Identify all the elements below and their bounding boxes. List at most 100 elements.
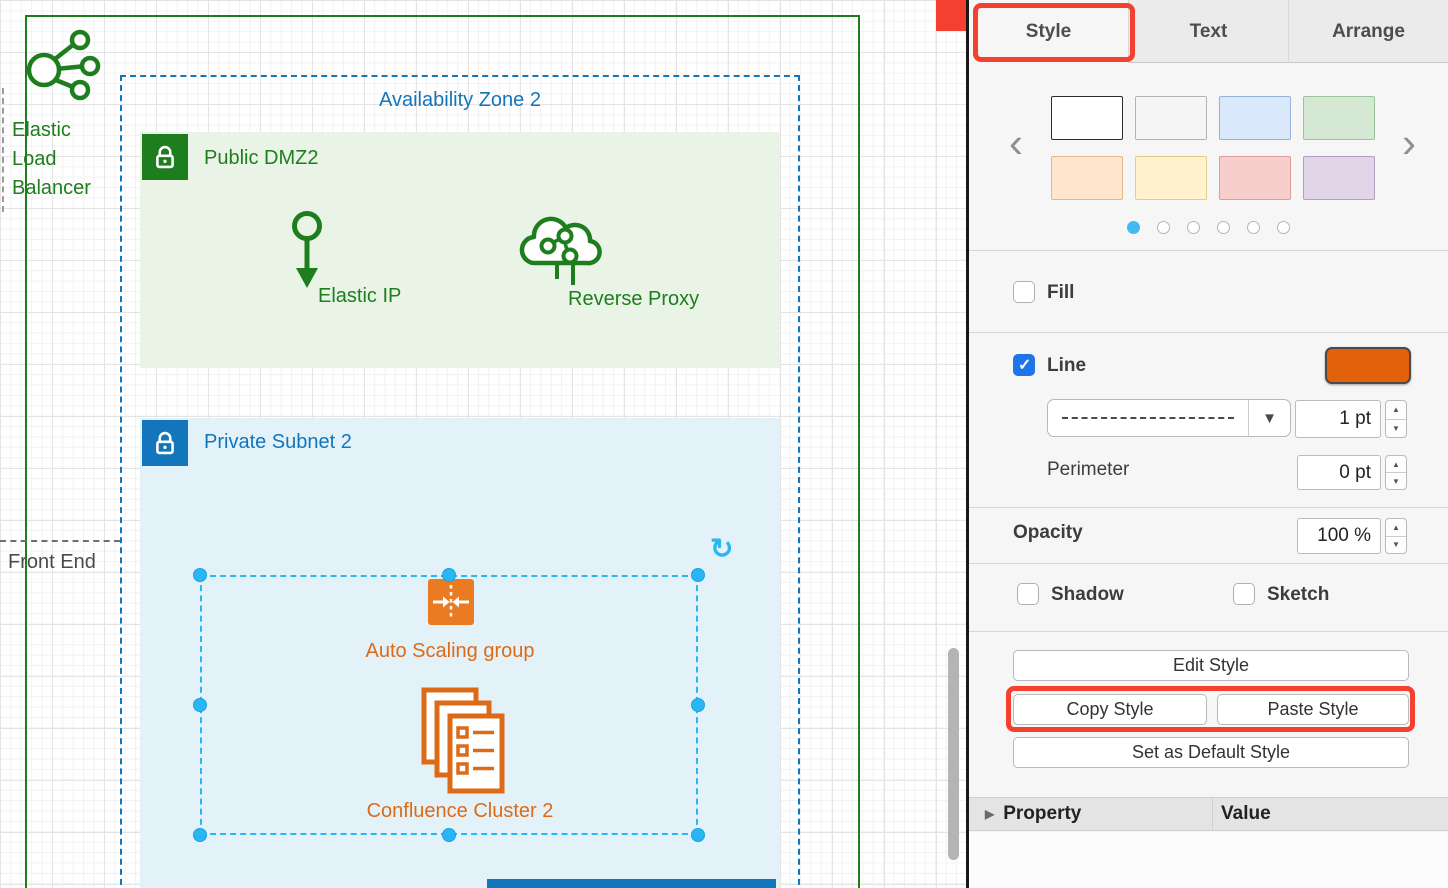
public-dmz2-region[interactable] <box>140 132 780 368</box>
elastic-load-balancer-icon[interactable] <box>22 28 102 102</box>
tab-text[interactable]: Text <box>1128 0 1288 63</box>
step-up-icon[interactable]: ▲ <box>1386 401 1406 420</box>
color-swatch[interactable] <box>1135 96 1207 140</box>
private-subnet-2-lock-icon[interactable] <box>142 420 188 466</box>
step-up-icon[interactable]: ▲ <box>1386 456 1406 473</box>
property-column-label: Property <box>1003 803 1082 824</box>
vpc-boundary[interactable] <box>25 15 860 888</box>
lock-icon <box>156 431 174 455</box>
rotate-handle-icon[interactable]: ↻ <box>710 533 734 564</box>
perimeter-input[interactable] <box>1297 455 1381 490</box>
private-subnet-2-label: Private Subnet 2 <box>204 431 352 453</box>
pager-dot[interactable] <box>1157 221 1170 234</box>
private-subnet-2-region[interactable] <box>140 418 780 888</box>
auto-scaling-group-label: Auto Scaling group <box>365 640 535 662</box>
line-checkbox[interactable] <box>1013 354 1035 376</box>
step-down-icon[interactable]: ▼ <box>1392 540 1400 550</box>
availability-zone-2-container[interactable] <box>120 75 800 888</box>
auto-scaling-glyph <box>433 585 469 619</box>
tab-arrange[interactable]: Arrange <box>1288 0 1448 63</box>
edit-style-button[interactable]: Edit Style <box>1013 650 1409 681</box>
dashed-edge <box>2 88 4 212</box>
selection-handle[interactable] <box>442 568 456 582</box>
elastic-load-balancer-label: Elastic Load Balancer <box>12 119 91 199</box>
confluence-cluster-label: Confluence Cluster 2 <box>366 800 554 822</box>
format-tabs: Style Text Arrange <box>969 0 1448 63</box>
front-end-label: Front End <box>8 551 96 573</box>
confluence-cluster-icon[interactable] <box>420 686 506 796</box>
divider-line <box>969 332 1448 333</box>
opacity-stepper[interactable]: ▲ ▼ <box>1385 518 1407 554</box>
red-annotation-marker <box>936 0 966 31</box>
line-width-stepper[interactable]: ▲ ▼ <box>1385 400 1407 438</box>
elastic-ip-icon[interactable] <box>288 210 326 296</box>
divider-line <box>969 631 1448 632</box>
partial-shape[interactable] <box>487 879 776 888</box>
color-swatch[interactable] <box>1051 96 1123 140</box>
public-dmz2-label: Public DMZ2 <box>204 147 319 169</box>
availability-zone-2-label: Availability Zone 2 <box>379 89 541 111</box>
auto-scaling-group-icon[interactable] <box>428 579 474 625</box>
color-swatch[interactable] <box>1219 96 1291 140</box>
swatch-pager-dots[interactable] <box>969 221 1448 234</box>
selection-handle[interactable] <box>193 568 207 582</box>
dropdown-arrow-icon[interactable]: ▼ <box>1248 400 1290 436</box>
step-down-icon[interactable]: ▼ <box>1392 476 1400 486</box>
step-up-icon[interactable]: ▲ <box>1386 519 1406 537</box>
pager-dot[interactable] <box>1127 221 1140 234</box>
property-table-body <box>969 832 1448 888</box>
color-swatch[interactable] <box>1051 156 1123 200</box>
pager-dot[interactable] <box>1217 221 1230 234</box>
canvas-scrollbar[interactable] <box>948 648 959 860</box>
line-style-dropdown[interactable]: ▼ <box>1047 399 1291 437</box>
sketch-checkbox[interactable] <box>1233 583 1255 605</box>
lock-icon <box>156 145 174 169</box>
pager-dot[interactable] <box>1247 221 1260 234</box>
divider-line <box>969 563 1448 564</box>
pager-dot[interactable] <box>1187 221 1200 234</box>
selection-handle[interactable] <box>442 828 456 842</box>
pager-dot[interactable] <box>1277 221 1290 234</box>
divider-line <box>969 507 1448 508</box>
color-swatch[interactable] <box>1219 156 1291 200</box>
property-table-header: ▶ Property Value <box>969 797 1448 831</box>
line-label: Line <box>1047 355 1087 376</box>
paste-style-button[interactable]: Paste Style <box>1217 694 1409 725</box>
swatch-prev-icon[interactable]: ‹ <box>1009 119 1023 166</box>
public-dmz2-lock-icon[interactable] <box>142 134 188 180</box>
swatch-next-icon[interactable]: › <box>1402 119 1416 166</box>
format-panel: Style Text Arrange ‹ › Fill Line ▼ ▲ ▼ P… <box>969 0 1448 888</box>
diagram-canvas[interactable]: Elastic Load Balancer Availability Zone … <box>0 0 966 888</box>
selection-handle[interactable] <box>691 698 705 712</box>
perimeter-stepper[interactable]: ▲ ▼ <box>1385 455 1407 490</box>
set-default-style-button[interactable]: Set as Default Style <box>1013 737 1409 768</box>
panel-divider <box>966 0 969 888</box>
color-swatch[interactable] <box>1303 96 1375 140</box>
selection-handle[interactable] <box>193 698 207 712</box>
shadow-checkbox[interactable] <box>1017 583 1039 605</box>
opacity-label: Opacity <box>1013 522 1083 543</box>
copy-style-button[interactable]: Copy Style <box>1013 694 1207 725</box>
color-swatch[interactable] <box>1135 156 1207 200</box>
elastic-ip-label: Elastic IP <box>318 285 402 307</box>
line-color-button[interactable] <box>1325 347 1411 384</box>
divider-line <box>969 250 1448 251</box>
step-down-icon[interactable]: ▼ <box>1392 423 1400 433</box>
sketch-label: Sketch <box>1267 584 1330 605</box>
fill-checkbox[interactable] <box>1013 281 1035 303</box>
color-swatch[interactable] <box>1303 156 1375 200</box>
line-width-input[interactable] <box>1295 400 1381 438</box>
tab-style[interactable]: Style <box>969 0 1128 63</box>
opacity-input[interactable] <box>1297 518 1381 554</box>
color-swatch-grid <box>1051 96 1375 200</box>
perimeter-label: Perimeter <box>1047 459 1130 480</box>
disclosure-triangle-icon[interactable]: ▶ <box>985 807 995 821</box>
shadow-label: Shadow <box>1051 584 1124 605</box>
selection-handle[interactable] <box>193 828 207 842</box>
selection-handle[interactable] <box>691 828 705 842</box>
front-end-container-border <box>0 540 120 542</box>
reverse-proxy-icon[interactable] <box>511 205 607 291</box>
selection-handle[interactable] <box>691 568 705 582</box>
reverse-proxy-label: Reverse Proxy <box>568 288 700 310</box>
